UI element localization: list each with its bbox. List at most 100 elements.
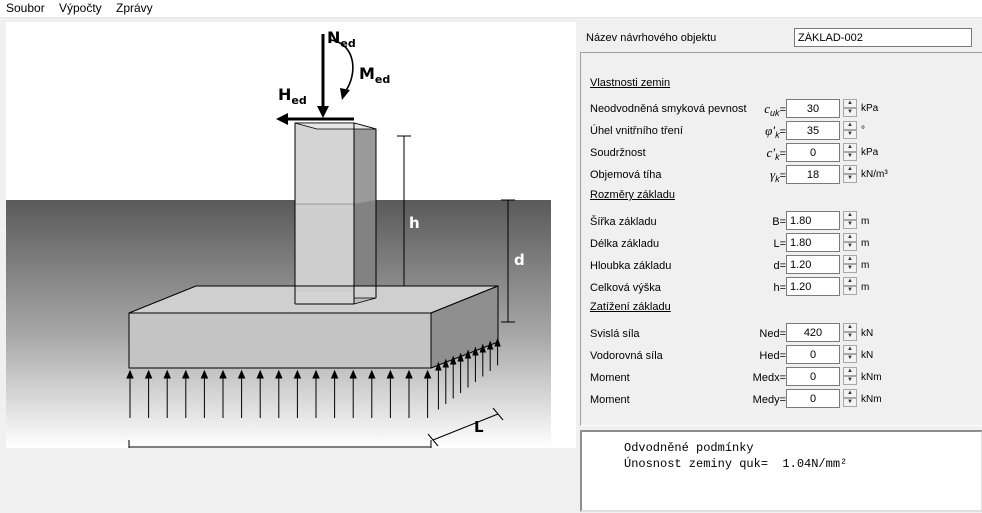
depth-input[interactable] [786,255,840,274]
row-unit: kNm [861,372,882,383]
row-symbol: Hed= [759,350,786,362]
width-spinner[interactable]: ▲▼ [843,211,857,230]
row-label: Úhel vnitřního tření [590,125,683,137]
row-unit: kN [861,328,874,339]
foundation-diagram: Ned Med Hed h d B L [6,22,576,448]
row-unit: kN [861,350,874,361]
menu-zpravy[interactable]: Zprávy [116,1,153,15]
row-label: Soudržnost [590,147,646,159]
reaction-arrowhead [200,369,209,379]
medx-spinner[interactable]: ▲▼ [843,367,857,386]
reaction-arrowhead [219,369,227,379]
reaction-arrowhead-side [486,340,494,350]
length-input[interactable] [786,233,840,252]
label-d: d [514,251,525,269]
reaction-arrowhead-side [442,358,450,368]
footing-front [128,312,432,369]
row-unit: kNm [861,394,882,405]
depth-spinner[interactable]: ▲▼ [843,255,857,274]
row-label: Moment [590,372,630,384]
ned-spinner[interactable]: ▲▼ [843,323,857,342]
reaction-arrowhead [182,369,190,379]
med-arrow [330,39,354,93]
object-name-input[interactable] [794,28,972,47]
parameters-panel [580,52,982,426]
reaction-arrowhead [293,369,302,379]
label-ned: Ned [327,28,356,50]
reaction-arrowhead-side [449,355,457,365]
reaction-arrowhead-side [472,346,479,356]
reaction-arrowhead [405,369,413,379]
reaction-arrowhead-side [464,349,472,359]
reaction-arrowhead [237,369,246,379]
row-symbol: φ'k= [765,123,786,141]
hed-input[interactable] [786,345,840,364]
reaction-arrowhead [312,369,320,379]
row-unit: m [861,282,870,293]
width-input[interactable] [786,211,840,230]
reaction-arrowhead-side [479,343,487,353]
menu-bar: Soubor Výpočty Zprávy [0,0,982,18]
menu-vypocty[interactable]: Výpočty [59,1,102,15]
section-dimensions: Rozměry základu [590,189,675,201]
label-h: h [409,214,420,232]
reaction-arrowhead [126,369,134,379]
reaction-arrowhead [423,369,432,379]
result-condition: Odvodněné podmínky [624,441,754,455]
row-symbol: Medy= [752,394,786,406]
row-symbol: B= [772,216,786,228]
row-symbol: d= [773,260,786,272]
medy-spinner[interactable]: ▲▼ [843,389,857,408]
ned-input[interactable] [786,323,840,342]
reaction-arrowhead [144,369,153,379]
height-spinner[interactable]: ▲▼ [843,277,857,296]
row-label: Šířka základu [590,216,657,228]
soil-reaction-arrows-side [435,337,501,410]
cohesion-spinner[interactable]: ▲▼ [843,143,857,162]
row-label: Vodorovná síla [590,350,663,362]
section-loads: Zatížení základu [590,301,671,313]
reaction-arrowhead [163,369,171,379]
height-input[interactable] [786,277,840,296]
reaction-arrowhead-side [435,361,442,371]
reaction-arrowhead [349,369,357,379]
phi-input[interactable] [786,121,840,140]
hed-spinner[interactable]: ▲▼ [843,345,857,364]
row-symbol: γk= [769,167,786,185]
row-label: Moment [590,394,630,406]
phi-spinner[interactable]: ▲▼ [843,121,857,140]
cohesion-input[interactable] [786,143,840,162]
cuk-input[interactable] [786,99,840,118]
row-unit: kPa [861,147,879,158]
results-output[interactable]: Odvodněné podmínky Únosnost zeminy quk= … [580,430,982,512]
row-unit: m [861,238,870,249]
reaction-arrowhead-side [457,352,464,362]
row-label: Délka základu [590,238,660,250]
cuk-spinner[interactable]: ▲▼ [843,99,857,118]
gamma-spinner[interactable]: ▲▼ [843,165,857,184]
row-symbol: cuk= [764,101,786,119]
row-unit: m [861,260,870,271]
row-label: Objemová tíha [590,169,662,181]
reaction-arrowhead [275,369,283,379]
row-label: Celková výška [590,282,661,294]
length-spinner[interactable]: ▲▼ [843,233,857,252]
medy-input[interactable] [786,389,840,408]
medx-input[interactable] [786,367,840,386]
row-unit: kPa [861,103,879,114]
row-label: Neodvodněná smyková pevnost [590,103,747,115]
object-name-label: Název návrhového objektu [586,32,717,44]
row-label: Hloubka základu [590,260,672,272]
reaction-arrowhead-side [494,337,501,347]
reaction-arrowhead [256,369,264,379]
reaction-arrowhead [330,369,339,379]
row-symbol: h= [773,282,786,294]
result-bearing-capacity: Únosnost zeminy quk= 1.04N/mm² [624,457,848,471]
row-unit: m [861,216,870,227]
row-symbol: c'k= [766,145,787,163]
gamma-input[interactable] [786,165,840,184]
reaction-arrowhead [368,369,376,379]
reaction-arrowhead [386,369,395,379]
menu-soubor[interactable]: Soubor [6,1,45,15]
label-hed: Hed [278,85,307,107]
